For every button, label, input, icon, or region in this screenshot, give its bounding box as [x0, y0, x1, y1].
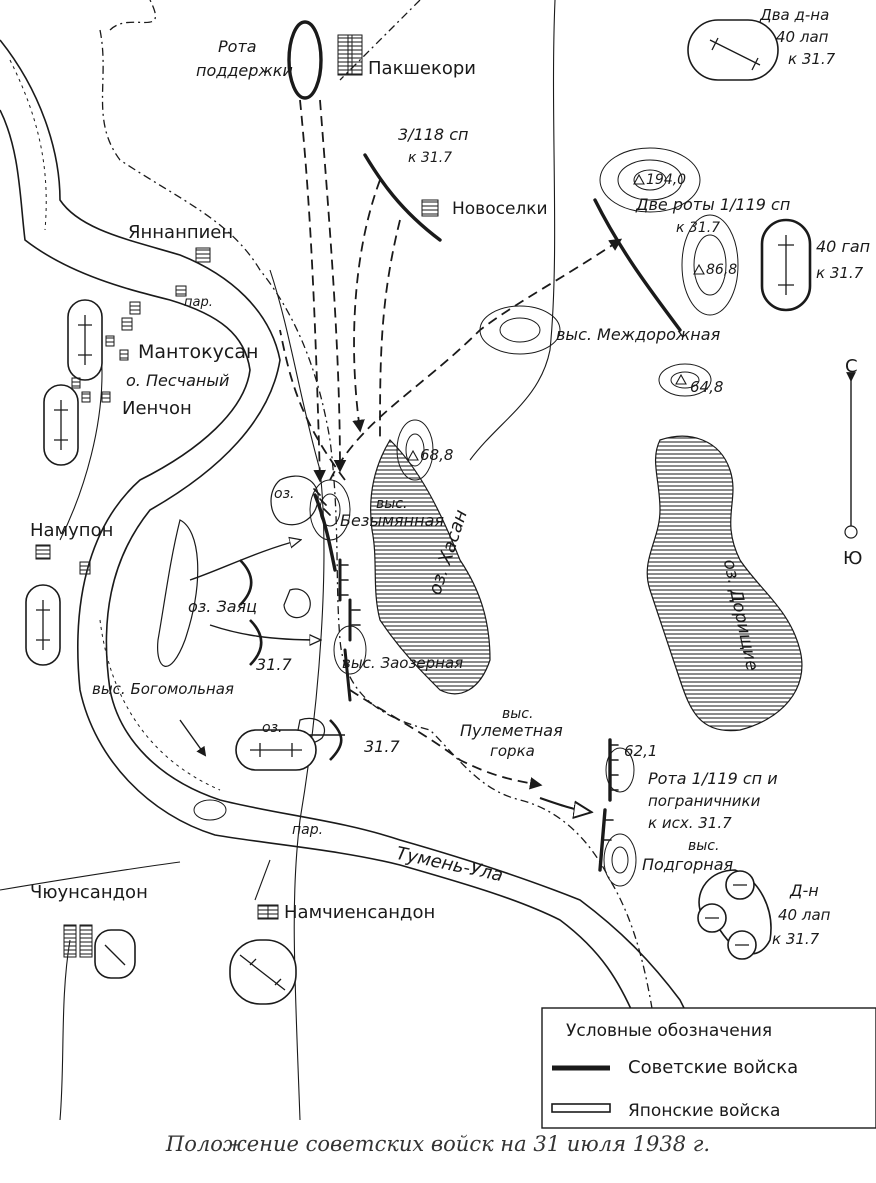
label-pulemetnaya-1: выс.	[502, 706, 533, 722]
label-oz-1: оз.	[274, 486, 294, 502]
label-pulemetnaya-2: Пулеметная	[460, 721, 563, 740]
label-dn-40-2: 40 лап	[778, 906, 831, 924]
label-peschany: о. Песчаный	[126, 371, 229, 390]
compass-rose: С Ю	[843, 356, 862, 569]
label-namupon: Намупон	[30, 520, 113, 541]
compass-south: Ю	[843, 548, 862, 569]
label-oz-2: оз.	[262, 720, 282, 736]
label-novoselki: Новоселки	[452, 199, 548, 219]
label-yannanpien: Яннанпиен	[128, 222, 233, 243]
legend-title: Условные обозначения	[566, 1021, 772, 1041]
label-podgornaya-1: выс.	[688, 838, 719, 854]
label-dve-roty: Две роты 1/119 сп	[635, 195, 790, 214]
map-caption: Положение советских войск на 31 июля 193…	[165, 1132, 711, 1156]
hill-contours	[193, 147, 739, 887]
label-mezhdorozhnaya: выс. Междорожная	[556, 325, 721, 344]
label-zaozernaya: выс. Заозерная	[342, 654, 463, 672]
label-dva-dna-3: к 31.7	[788, 50, 836, 68]
legend-japanese: Японские войска	[628, 1101, 780, 1121]
river-tumen-ula	[0, 39, 701, 1041]
height-markers	[407, 173, 705, 461]
japanese-artillery-positions	[25, 19, 812, 1005]
label-bezymyannaya-1: выс.	[376, 496, 407, 512]
soviet-front-lines	[287, 20, 682, 872]
label-3-118-sp-date: к 31.7	[408, 150, 452, 166]
label-oz-zayats: оз. Заяц	[188, 597, 257, 616]
artillery-gun-marks	[36, 37, 794, 991]
label-3-118-sp: 3/118 сп	[398, 125, 468, 144]
label-bezymyannaya-2: Безымянная	[340, 511, 444, 530]
settlement-labels: Пакшекори Яннанпиен Мантокусан Иенчон На…	[30, 58, 548, 923]
legend-soviet: Советские войска	[628, 1057, 798, 1078]
label-podgornaya-2: Подгорная	[642, 855, 734, 874]
label-dve-roty-date: к 31.7	[676, 220, 720, 236]
legend: Условные обозначения Советские войска Яп…	[541, 1007, 876, 1129]
label-rota-podderzhki-1: Рота	[218, 37, 257, 56]
label-h621: 62,1	[624, 742, 657, 760]
japanese-attack-arrows	[179, 540, 345, 761]
label-namchiensandon: Намчиенсандон	[284, 902, 435, 923]
lake-dorishche	[646, 435, 803, 732]
legend-japanese-swatch	[551, 1103, 611, 1113]
label-dn-40-3: к 31.7	[772, 930, 820, 948]
label-chyunsandon: Чюунсандон	[30, 882, 148, 903]
label-dva-dna-2: 40 лап	[776, 28, 829, 46]
label-ienchon: Иенчон	[122, 398, 192, 419]
label-rota-119-2: пограничники	[648, 792, 761, 810]
label-pakshekori: Пакшекори	[368, 58, 476, 79]
label-h648: 64,8	[690, 378, 723, 396]
label-mantokusan: Мантокусан	[138, 341, 258, 363]
settlement-marks	[35, 34, 439, 958]
label-h688: 68,8	[420, 446, 453, 464]
label-40-gap-1: 40 гап	[816, 237, 870, 256]
label-rota-119-1: Рота 1/119 сп и	[648, 769, 778, 788]
unit-labels: Рота поддержки 3/118 сп к 31.7 Две роты …	[196, 6, 870, 948]
lake-hasan	[370, 439, 491, 695]
label-date-2: 31.7	[364, 737, 400, 756]
compass-north: С	[845, 356, 858, 377]
soviet-attack-arrows	[279, 99, 623, 812]
label-par-2: пар.	[292, 822, 323, 838]
label-bogomolnaya: выс. Богомольная	[92, 680, 234, 698]
label-rota-podderzhki-2: поддержки	[196, 61, 293, 80]
label-dva-dna-1: Два д-на	[759, 6, 829, 24]
roads	[0, 0, 556, 1121]
label-rota-119-3: к исх. 31.7	[648, 814, 732, 832]
label-h194: 194,0	[646, 172, 686, 188]
label-pulemetnaya-3: горка	[490, 742, 535, 760]
label-h868: 86,8	[706, 262, 737, 278]
label-par-1: пар.	[184, 295, 213, 310]
label-40-gap-2: к 31.7	[816, 264, 864, 282]
label-dn-40-1: Д-н	[789, 881, 819, 900]
label-date-1: 31.7	[256, 655, 292, 674]
